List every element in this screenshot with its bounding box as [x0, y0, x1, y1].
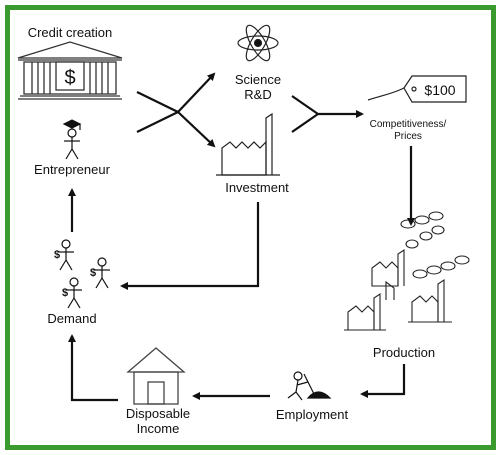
graduate-person-icon	[62, 119, 82, 160]
income-label-line2: Income	[137, 421, 180, 436]
coin-symbol-3: $	[62, 287, 68, 299]
connector-science	[291, 95, 319, 115]
credit-creation-label: Credit creation	[28, 25, 113, 40]
atom-icon	[237, 24, 279, 62]
connector-bank	[136, 91, 179, 113]
arrow-to-demand-from-investment	[120, 202, 260, 290]
bank-icon	[17, 41, 123, 100]
price-tag-icon	[367, 75, 467, 103]
competitiveness-label-line2: Prices	[394, 131, 422, 142]
science-label-line2: R&D	[244, 87, 271, 102]
production-label: Production	[373, 345, 435, 360]
arrow-to-demand-from-income	[68, 334, 118, 402]
competitiveness-label-line1: Competitiveness/	[370, 119, 447, 130]
price-tag-value: $100	[424, 82, 455, 98]
arrow-to-investment	[177, 111, 216, 148]
factory-icon	[216, 112, 280, 176]
investment-label: Investment	[225, 180, 289, 195]
income-label-line1: Disposable	[126, 406, 190, 421]
worker-icon	[287, 371, 332, 401]
connector-entrepreneur	[136, 111, 179, 133]
people-icon	[58, 239, 110, 309]
factories-icon	[344, 211, 470, 331]
science-label-line1: Science	[235, 72, 281, 87]
employment-label: Employment	[276, 407, 349, 422]
arrow-to-employment	[360, 364, 406, 398]
entrepreneur-label: Entrepreneur	[34, 162, 111, 177]
coin-symbol-2: $	[90, 267, 96, 279]
connector-investment	[291, 113, 319, 133]
bank-dollar-symbol: $	[64, 67, 75, 89]
arrow-to-science	[177, 72, 216, 113]
house-icon	[126, 347, 186, 405]
coin-symbol-1: $	[54, 249, 60, 261]
demand-label: Demand	[47, 311, 96, 326]
